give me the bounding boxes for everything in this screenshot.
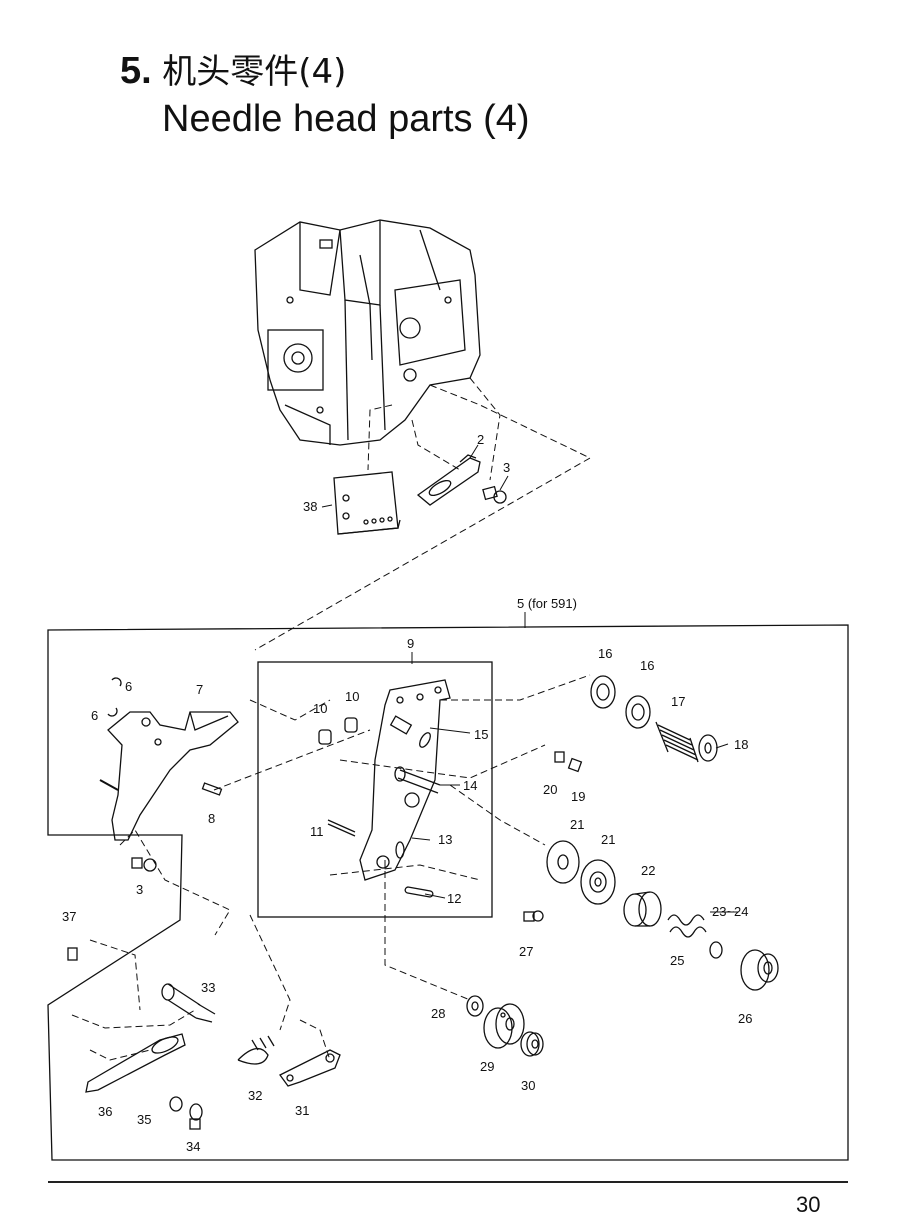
part-2-thread-guide [416,454,481,506]
part-3-screw-top [482,485,507,504]
title-english: Needle head parts (4) [162,98,530,140]
label-12: 12 [447,891,461,906]
part-7-lever [99,711,239,841]
part-15-screw [389,715,431,748]
label-5: 5 (for 591) [517,596,577,611]
label-13: 13 [438,832,452,847]
label-33: 33 [201,980,215,995]
machine-head-casting [254,219,481,446]
label-22: 22 [641,863,655,878]
label-7: 7 [196,682,203,697]
label-26: 26 [738,1011,752,1026]
label-32: 32 [248,1088,262,1103]
label-28: 28 [431,1006,445,1021]
page-number: 30 [796,1192,821,1217]
label-18: 18 [734,737,748,752]
label-6: 6 [91,708,98,723]
label-17: 17 [671,694,685,709]
part-31-bracket [279,1049,341,1087]
label-15: 15 [474,727,488,742]
label-19: 19 [571,789,585,804]
part-16-bearing-b [625,695,651,729]
part-22-cup [623,891,662,927]
label-16: 16 [598,646,612,661]
title-chinese-line: 5. 机头零件(4) [120,52,530,90]
part-25-ring [709,941,723,959]
part-18-washer [698,734,718,762]
label-11: 11 [310,824,324,839]
part-12-pin [404,886,434,898]
title-chinese: 机头零件(4) [162,52,347,92]
label-29: 29 [480,1059,494,1074]
label-10: 10 [345,689,359,704]
label-25: 25 [670,953,684,968]
part-32-spring [237,1035,275,1065]
part-27-screw [523,910,544,922]
label-23-24: 23~24 [712,904,749,919]
label-35: 35 [137,1112,151,1127]
label-34: 34 [186,1139,200,1154]
part-16-bearing-a [590,675,616,709]
label-36: 36 [98,1104,112,1119]
callout-labels: 2 3 38 5 (for 591) 9 6 6 7 10 10 15 14 8… [62,432,752,1154]
part-19-nut [567,757,583,773]
part-36-lever [85,1033,186,1093]
section-number: 5. [120,50,152,92]
label-21: 21 [570,817,584,832]
page-title: 5. 机头零件(4) Needle head parts (4) [120,52,530,138]
part-6-rings [107,677,122,717]
footer-rule [48,1181,848,1183]
part-8-pin [201,782,223,796]
part-38-plate [333,471,401,535]
label-38: 38 [303,499,317,514]
part-28-washer [466,995,484,1017]
label-6: 6 [125,679,132,694]
label-10: 10 [313,701,327,716]
part-21-disc-a [546,840,580,884]
label-30: 30 [521,1078,535,1093]
part-14-screw [394,766,441,794]
part-35-washer [169,1096,183,1112]
label-3: 3 [136,882,143,897]
label-27: 27 [519,944,533,959]
part-9-plate [359,679,451,881]
part-3-screw-left [131,857,157,872]
label-16: 16 [640,658,654,673]
part-23-24-spring [667,914,707,938]
label-37: 37 [62,909,76,924]
part-11-pin [327,819,356,837]
label-8: 8 [208,811,215,826]
label-20: 20 [543,782,557,797]
part-20-setscrew [554,751,565,763]
part-30-gear [520,1031,544,1057]
subassembly-box [257,661,493,918]
label-2: 2 [477,432,484,447]
label-21: 21 [601,832,615,847]
label-31: 31 [295,1103,309,1118]
label-9: 9 [407,636,414,651]
label-14: 14 [463,778,477,793]
part-33-shaft [161,983,216,1023]
part-10-bushings [318,717,358,745]
part-21-disc-b [580,859,616,905]
part-37-setscrew [67,947,78,961]
part-17-spring [655,721,699,763]
part-34-screw [189,1103,203,1130]
label-3: 3 [503,460,510,475]
part-29-wheel [483,1003,525,1049]
part-26-knob [740,949,779,991]
